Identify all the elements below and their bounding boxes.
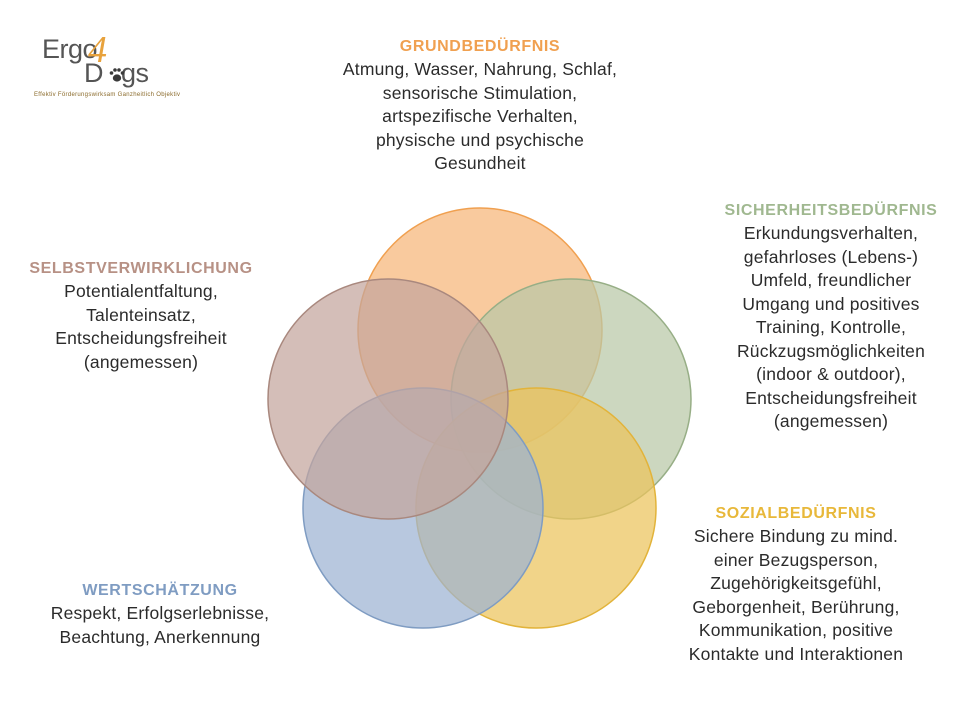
need-text-line: Talenteinsatz, <box>86 304 196 325</box>
need-block-wertschaetzung: WERTSCHÄTZUNG Respekt, Erfolgserlebnisse,… <box>10 580 310 649</box>
need-text-line: Geborgenheit, Berührung, <box>692 596 900 617</box>
need-text-line: artspezifische Verhalten, <box>382 106 578 126</box>
logo-word-ergo: Ergo <box>42 34 98 64</box>
need-text-line: Entscheidungsfreiheit <box>55 328 227 348</box>
need-text-line: physische und psychische <box>375 129 585 150</box>
need-title-sicher: SICHERHEITSBEDÜRFNIS <box>724 202 938 219</box>
need-text-line: Potentialentfaltung, <box>64 281 218 301</box>
need-block-grundbeduerfnis: GRUNDBEDÜRFNIS Atmung, Wasser, Nahrung, S… <box>270 36 690 176</box>
logo-digit-four: 4 <box>88 29 107 71</box>
need-title-wert: WERTSCHÄTZUNG <box>82 582 238 599</box>
need-text-line: Beachtung, Anerkennung <box>59 626 261 647</box>
need-text-line: Sichere Bindung zu mind. <box>693 526 899 546</box>
need-text-line: Umgang und positives <box>742 293 920 314</box>
need-title-sozial: SOZIALBEDÜRFNIS <box>715 505 877 522</box>
circles-group <box>267 207 692 629</box>
paw-icon <box>109 68 125 82</box>
need-text-line: Umfeld, freundlicher <box>750 270 912 290</box>
need-block-sicherheitsbeduerfnis: SICHERHEITSBEDÜRFNIS Erkundungsverhalten,… <box>700 200 960 434</box>
need-block-selbstverwirklichung: SELBSTVERWIRKLICHUNG Potentialentfaltung,… <box>0 258 282 374</box>
need-text-line: (indoor & outdoor), <box>756 364 906 384</box>
need-text-line: Atmung, Wasser, Nahrung, Schlaf, <box>342 59 618 79</box>
need-text-line: Respekt, Erfolgserlebnisse, <box>50 603 270 623</box>
need-text-line: (angemessen) <box>83 351 199 372</box>
need-text-line: Entscheidungsfreiheit <box>745 387 917 408</box>
circle-selbstverwirklichung <box>267 278 509 520</box>
need-title-selbst: SELBSTVERWIRKLICHUNG <box>29 260 253 277</box>
need-text-line: Zugehörigkeitsgefühl, <box>710 573 882 593</box>
need-text-line: Erkundungsverhalten, <box>743 223 919 243</box>
need-text-line: Training, Kontrolle, <box>755 317 907 337</box>
need-text-line: (angemessen) <box>773 411 889 431</box>
logo-tagline: Effektiv Förderungswirksam Ganzheitlich … <box>34 92 181 98</box>
need-text-line: gefahrloses (Lebens-) <box>743 246 919 267</box>
need-text-line: Kommunikation, positive <box>698 620 894 640</box>
need-text-line: einer Bezugsperson, <box>713 549 879 570</box>
need-text-line: Kontakte und Interaktionen <box>688 643 904 664</box>
need-title-grund: GRUNDBEDÜRFNIS <box>399 38 561 55</box>
need-text-line: sensorische Stimulation, <box>382 82 578 103</box>
need-text-line: Rückzugsmöglichkeiten <box>736 340 926 361</box>
need-block-sozialbeduerfnis: SOZIALBEDÜRFNIS Sichere Bindung zu mind. e… <box>640 503 952 666</box>
need-text-line: Gesundheit <box>434 153 526 173</box>
